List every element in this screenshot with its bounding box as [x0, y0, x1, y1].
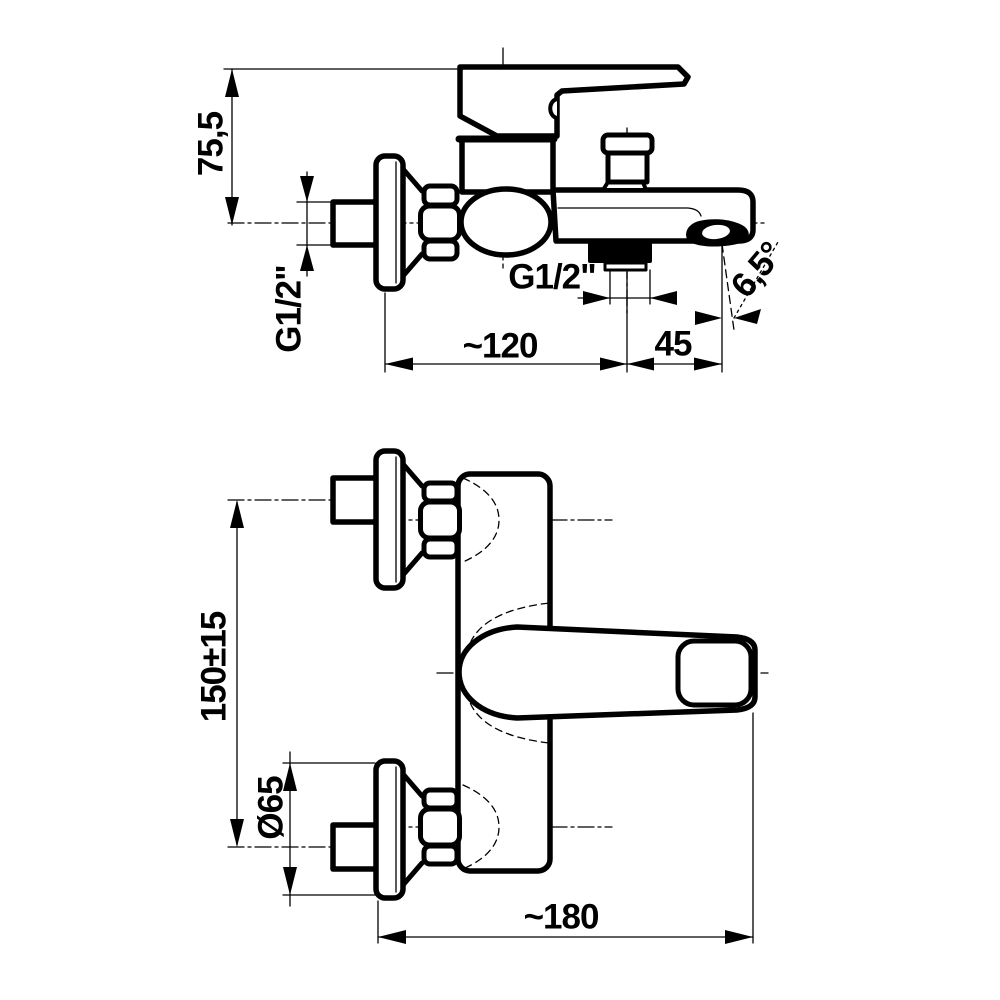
dim-65-ext-lines [282, 762, 376, 896]
dim-pipe-centers-label: 150±15 [195, 611, 234, 722]
dim-g12-outlet-arrow-right [650, 291, 677, 305]
dim-120-arrow-right [600, 357, 627, 371]
dim-g12-inlet-arrow-bottom [300, 245, 314, 271]
dim-angle-arrow-right [734, 309, 761, 324]
spout-inner-bore-line [557, 207, 702, 217]
dim-tip-offset-label: 45 [655, 325, 692, 364]
dim-45-arrow-right [694, 357, 722, 371]
side-view: 75,5 G1/2" G1/2" ~120 45 6,5° [192, 47, 791, 373]
aerator-hole [702, 224, 730, 240]
cartridge-hidden-arc-bottom [466, 691, 550, 744]
dim-75-arrow-down [225, 197, 239, 225]
wall-stub [330, 199, 380, 248]
shower-outlet-stub [603, 261, 648, 272]
upper-escutcheon-disc [373, 448, 406, 591]
lower-wall-stub [330, 822, 380, 872]
dim-height-label: 75,5 [192, 111, 231, 176]
dim-180-arrow-right [725, 930, 753, 944]
diverter-knob-cap [600, 132, 655, 156]
dim-65-arrow-up [283, 763, 297, 791]
escutcheon-disc [373, 153, 406, 292]
dim-g12-outlet-ext [609, 269, 651, 305]
dim-escutcheon-diameter-label: Ø65 [252, 776, 291, 840]
lever-pivot-bump [548, 97, 559, 120]
escutcheon-cone [400, 166, 425, 279]
dim-75-arrow-up [225, 69, 239, 97]
lower-boss-hidden-arc [462, 784, 500, 870]
dim-angle-leader-dotted [733, 241, 779, 319]
dim-65-arrow-down [283, 867, 297, 895]
lower-escutcheon-cone [400, 771, 425, 888]
dim-depth-label: ~180 [524, 898, 599, 937]
shower-outlet-section [588, 242, 652, 263]
front-view: 150±15 Ø65 ~180 [195, 448, 769, 944]
upper-wall-stub [330, 475, 380, 525]
upper-nut-facet-mid [418, 499, 462, 541]
cartridge-hidden-arc-top [466, 602, 550, 655]
dim-180-ext-lines [377, 712, 754, 944]
lower-nut-facet-mid [418, 806, 462, 848]
dim-spout-angle-label: 6,5° [723, 235, 791, 305]
lever-handle [457, 64, 691, 139]
union-nut-facet-top [421, 183, 460, 208]
dim-inlet-thread-label: G1/2" [270, 265, 309, 352]
dim-g12-inlet-ext [296, 201, 334, 246]
lower-escutcheon-disc [373, 758, 406, 901]
lever-grip-end-line [675, 638, 754, 708]
dim-g12-outlet-arrow-left [583, 291, 610, 305]
lower-nut-facet-bottom [421, 843, 460, 867]
dim-g12-inlet-arrow-top [300, 176, 314, 202]
dim-outlet-thread-label: G1/2" [508, 258, 595, 297]
union-nut-facet-mid [418, 203, 462, 243]
upper-nut-facet-top [421, 480, 460, 504]
dim-120-arrow-left [385, 357, 413, 371]
dim-reach-ext-lines [384, 243, 723, 373]
upper-boss-hidden-arc [462, 477, 500, 563]
valve-body-block [459, 136, 556, 195]
diverter-knob-body [605, 149, 650, 185]
dim-180-arrow-left [378, 930, 406, 944]
upper-escutcheon-cone [400, 461, 425, 578]
dim-angle-arrow-left [695, 311, 722, 325]
dim-150-arrow-down [230, 819, 244, 847]
dim-angle-slanted-line [721, 243, 735, 331]
dim-45-arrow-left [627, 357, 654, 371]
upper-nut-facet-bottom [421, 536, 460, 560]
dim-150-arrow-up [230, 500, 244, 528]
valve-body-round [458, 186, 554, 258]
union-nut-facet-bottom [421, 238, 460, 262]
lower-nut-facet-top [421, 787, 460, 811]
dim-reach-label: ~120 [463, 327, 538, 366]
